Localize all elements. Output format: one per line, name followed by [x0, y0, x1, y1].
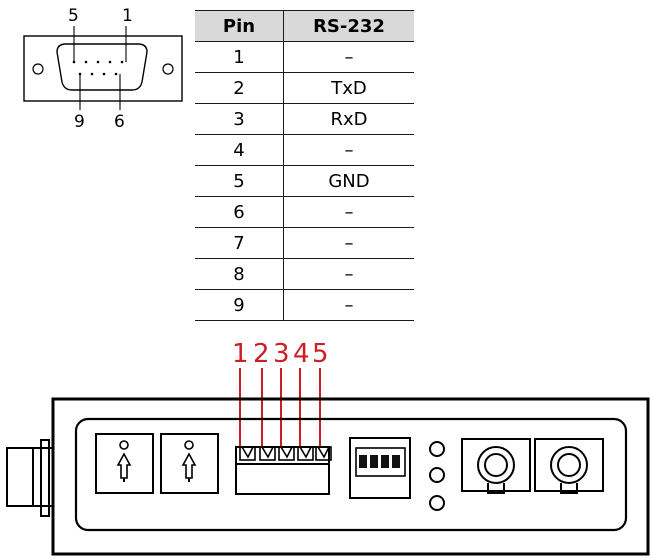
terminal-label-5: 5 — [312, 339, 329, 369]
table-cell-pin: 1 — [195, 41, 284, 73]
terminal-label-1: 1 — [232, 339, 249, 369]
pin-label-1: 1 — [122, 6, 133, 26]
table-row: 4 – — [195, 134, 414, 166]
table-cell-pin: 4 — [195, 134, 284, 166]
table-cell-signal: GND — [283, 165, 414, 197]
table-row: 6 – — [195, 196, 414, 228]
table-cell-pin: 5 — [195, 165, 284, 197]
pin-label-5: 5 — [68, 6, 79, 26]
table-row: 9 – — [195, 289, 414, 321]
terminal-label-2: 2 — [253, 339, 270, 369]
table-row: 8 – — [195, 258, 414, 290]
table-cell-signal: TxD — [283, 72, 414, 104]
db9-connector-diagram: 5 1 9 6 — [22, 6, 186, 132]
table-cell-signal: – — [283, 289, 414, 321]
table-row: 5 GND — [195, 165, 414, 197]
table-cell-signal: – — [283, 227, 414, 259]
table-cell-pin: 9 — [195, 289, 284, 321]
terminal-label-3: 3 — [273, 339, 290, 369]
pin-label-6: 6 — [114, 112, 125, 132]
terminal-label-4: 4 — [293, 339, 310, 369]
table-row: 2 TxD — [195, 72, 414, 104]
table-header-pin: Pin — [195, 10, 284, 42]
table-cell-pin: 2 — [195, 72, 284, 104]
db9-connector-shape — [23, 26, 183, 110]
table-cell-signal: – — [283, 41, 414, 73]
table-cell-pin: 6 — [195, 196, 284, 228]
table-header-row: Pin RS-232 — [195, 10, 414, 42]
table-row: 7 – — [195, 227, 414, 259]
table-row: 1 – — [195, 41, 414, 73]
table-cell-pin: 3 — [195, 103, 284, 135]
table-cell-signal: – — [283, 134, 414, 166]
pin-label-9: 9 — [74, 112, 85, 132]
table-cell-signal: RxD — [283, 103, 414, 135]
table-row: 3 RxD — [195, 103, 414, 135]
table-cell-signal: – — [283, 196, 414, 228]
device-front-panel-diagram: 1 2 3 4 5 — [0, 335, 652, 560]
device-panel-drawing — [6, 368, 650, 556]
table-cell-pin: 8 — [195, 258, 284, 290]
table-header-rs232: RS-232 — [283, 10, 414, 42]
table-cell-pin: 7 — [195, 227, 284, 259]
table-cell-signal: – — [283, 258, 414, 290]
pin-assignment-table: Pin RS-232 1 – 2 TxD 3 RxD 4 – 5 GND 6 – — [195, 10, 414, 321]
